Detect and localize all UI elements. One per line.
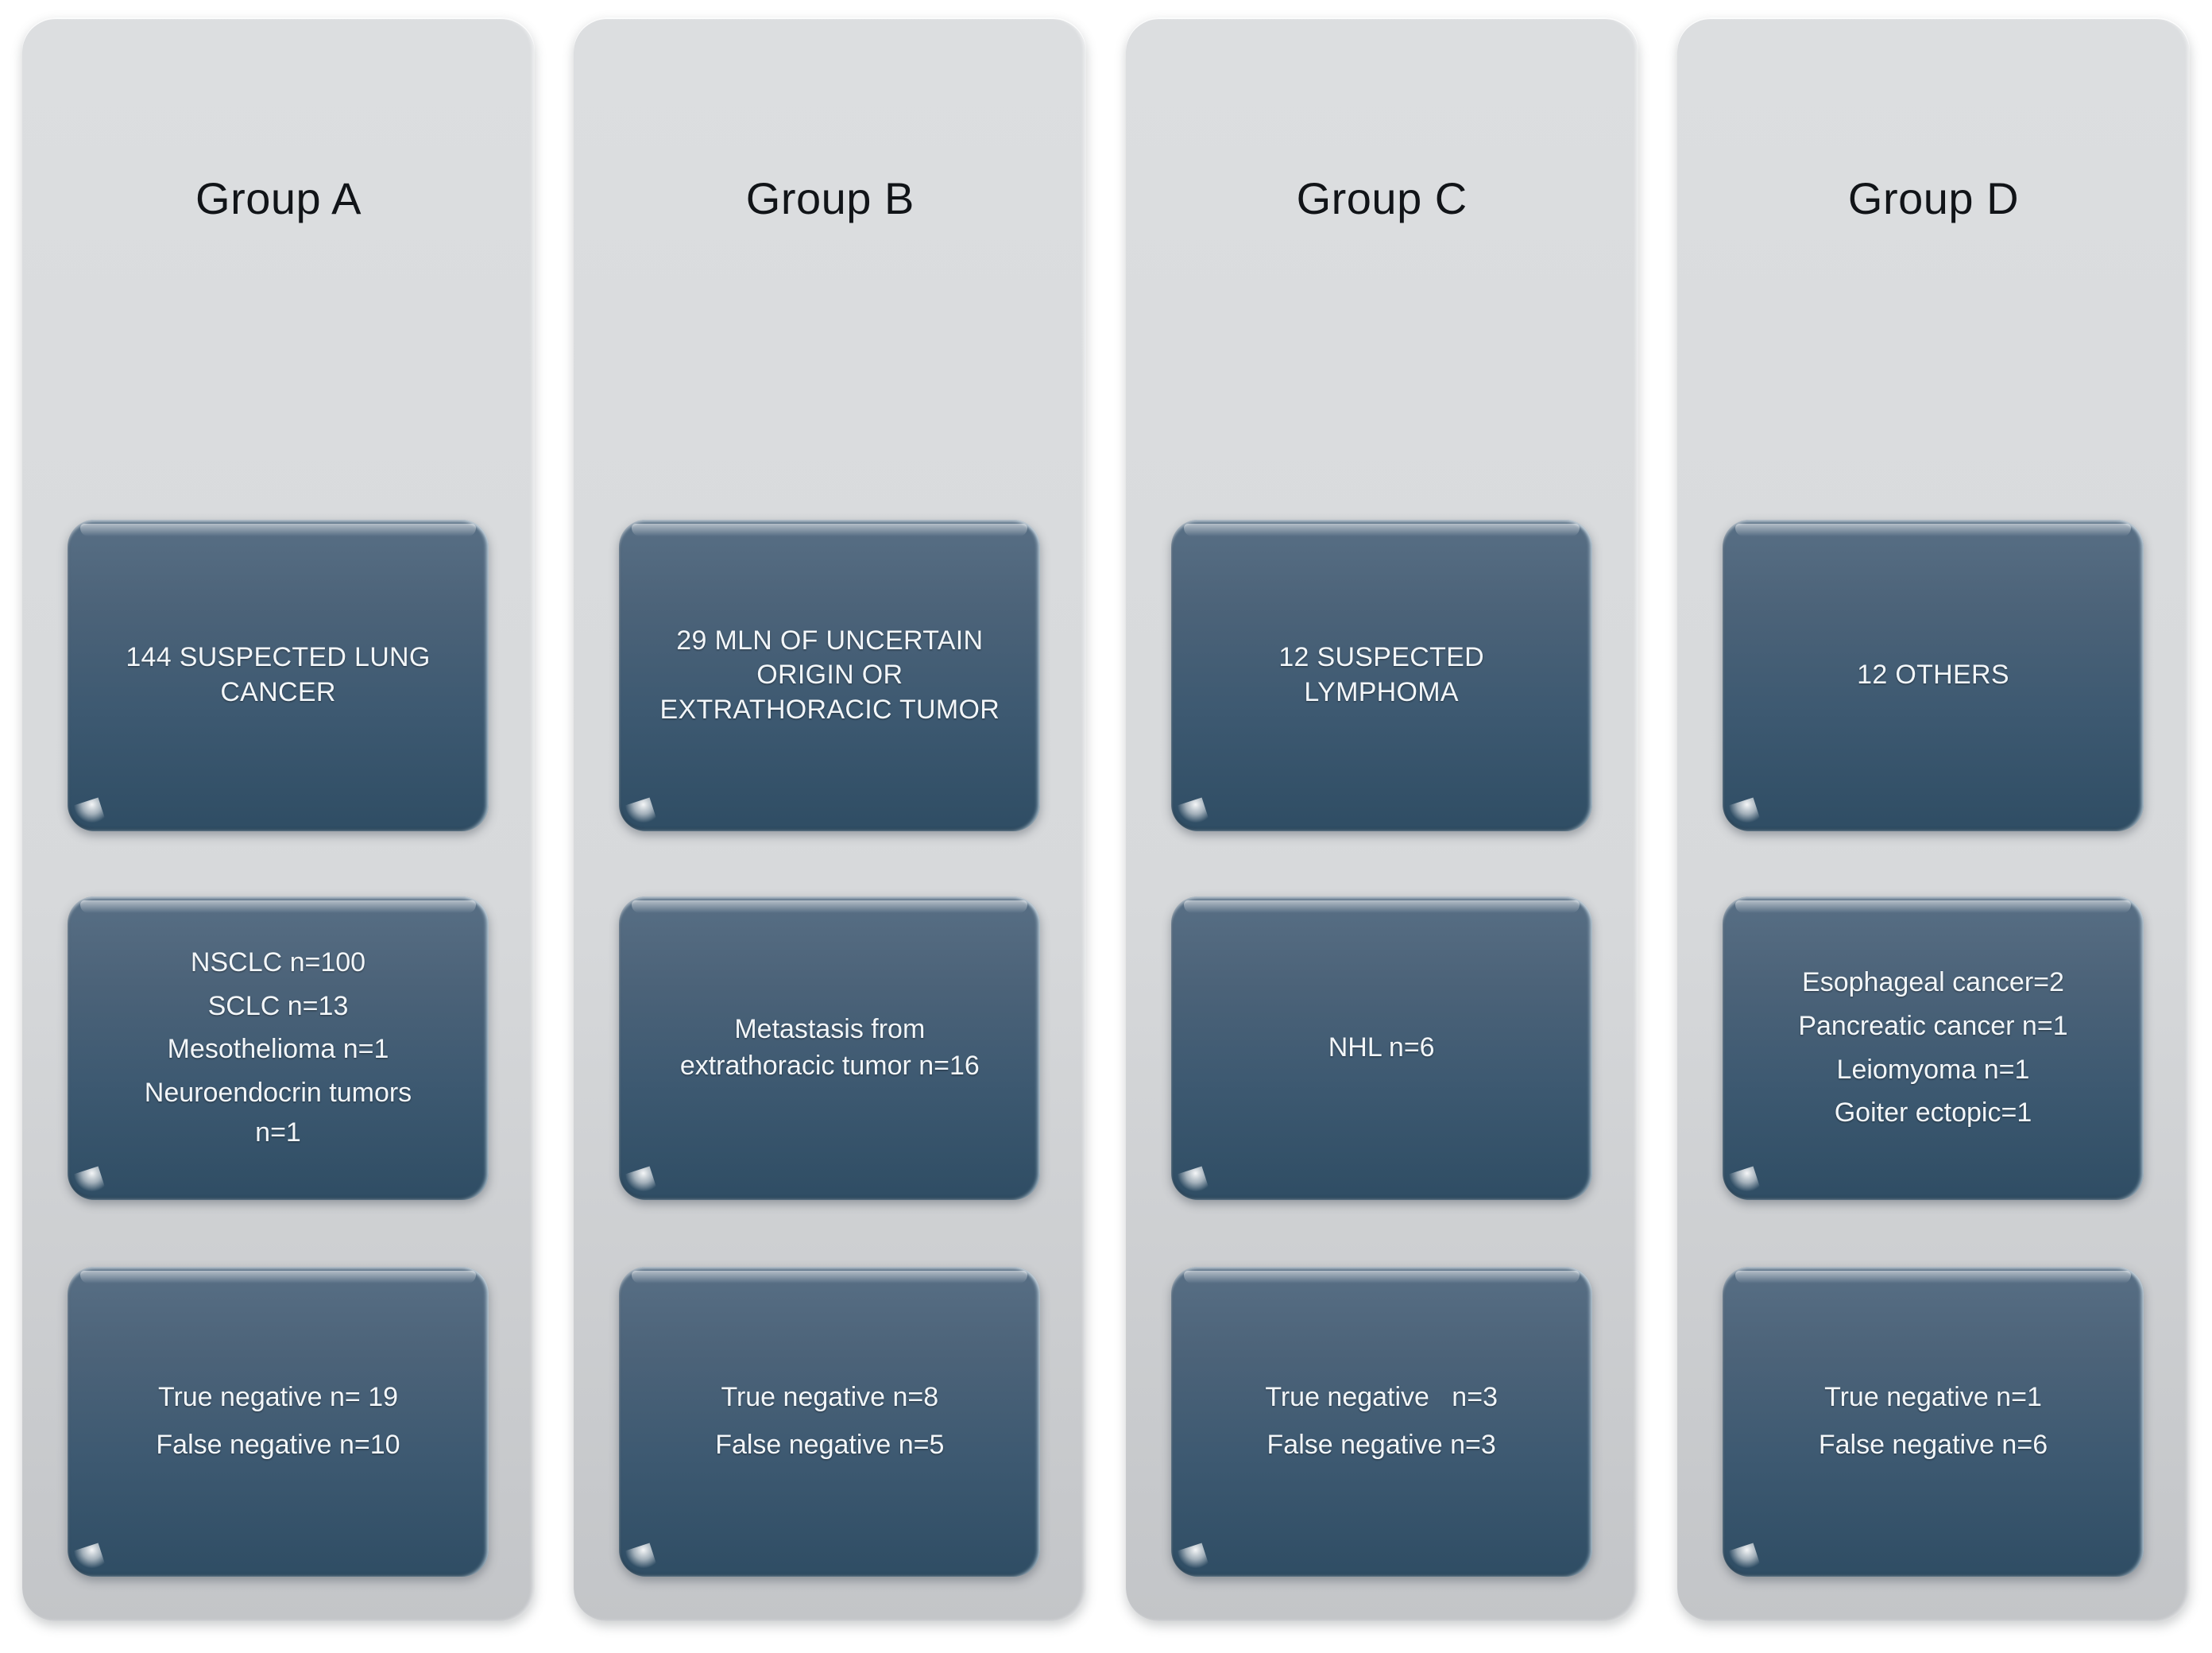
text-line: Leiomyoma n=1	[1836, 1054, 2030, 1085]
node-c-diagnoses[interactable]: NHL n=6	[1170, 896, 1592, 1200]
group-c-nodes: 12 SUSPECTED LYMPHOMA NHL n=6 True negat…	[1126, 17, 1638, 1621]
text-line: SCLC n=13	[207, 990, 349, 1021]
node-d-diagnoses-text: Esophageal cancer=2 Pancreatic cancer n=…	[1733, 958, 2133, 1138]
node-a-cohort[interactable]: 144 SUSPECTED LUNG CANCER	[68, 520, 489, 831]
node-d-cohort-text: 12 OTHERS	[1733, 658, 2133, 693]
group-a-nodes: 144 SUSPECTED LUNG CANCER NSCLC n=100 SC…	[22, 17, 535, 1621]
text-line: CANCER	[220, 677, 336, 707]
node-c-outcomes[interactable]: True negative n=3 False negative n=3	[1170, 1267, 1592, 1577]
node-d-outcomes-text: True negative n=1 False negative n=6	[1733, 1368, 2133, 1475]
text-line: 12 OTHERS	[1857, 660, 2009, 691]
text-line: False negative n=10	[156, 1430, 400, 1460]
text-line: False negative n=5	[715, 1430, 945, 1460]
group-d-nodes: 12 OTHERS Esophageal cancer=2 Pancreatic…	[1677, 17, 2190, 1621]
text-line: EXTRATHORACIC TUMOR	[659, 694, 1000, 725]
node-a-outcomes[interactable]: True negative n= 19 False negative n=10	[68, 1267, 489, 1577]
text-line: True negative n=8	[721, 1382, 939, 1413]
node-b-cohort-text: 29 MLN OF UNCERTAIN ORIGIN OR EXTRATHORA…	[630, 624, 1031, 728]
text-line: 29 MLN OF UNCERTAIN	[676, 625, 984, 656]
text-line: Goiter ectopic=1	[1834, 1097, 2032, 1128]
text-line: False negative n=3	[1266, 1430, 1496, 1460]
node-b-outcomes-text: True negative n=8 False negative n=5	[630, 1368, 1031, 1475]
node-a-cohort-text: 144 SUSPECTED LUNG CANCER	[78, 641, 478, 710]
group-panel-c: Group C 12 SUSPECTED LYMPHOMA NHL n=6 Tr…	[1125, 17, 1638, 1621]
node-a-diagnoses-text: NSCLC n=100 SCLC n=13 Mesothelioma n=1 N…	[78, 938, 478, 1159]
node-b-diagnoses-text: Metastasis from extrathoracic tumor n=16	[630, 1012, 1031, 1084]
text-line: 12 SUSPECTED	[1278, 642, 1484, 673]
node-a-diagnoses[interactable]: NSCLC n=100 SCLC n=13 Mesothelioma n=1 N…	[68, 896, 489, 1200]
group-title-a: Group A	[195, 173, 362, 223]
text-line: ORIGIN OR	[756, 660, 903, 691]
text-line: True negative n= 19	[157, 1382, 399, 1413]
node-b-diagnoses[interactable]: Metastasis from extrathoracic tumor n=16	[619, 896, 1041, 1200]
group-b-nodes: 29 MLN OF UNCERTAIN ORIGIN OR EXTRATHORA…	[574, 17, 1086, 1621]
node-b-outcomes[interactable]: True negative n=8 False negative n=5	[619, 1267, 1041, 1577]
text-line: Neuroendocrin tumors	[144, 1077, 412, 1108]
node-b-cohort[interactable]: 29 MLN OF UNCERTAIN ORIGIN OR EXTRATHORA…	[619, 520, 1041, 831]
group-panel-b: Group B 29 MLN OF UNCERTAIN ORIGIN OR EX…	[574, 17, 1087, 1621]
text-line: NHL n=6	[1328, 1032, 1435, 1063]
text-line: Mesothelioma n=1	[167, 1034, 389, 1065]
node-c-outcomes-text: True negative n=3 False negative n=3	[1181, 1368, 1582, 1475]
group-title-c: Group C	[1296, 173, 1468, 223]
text-line: True negative n=1	[1824, 1382, 2042, 1413]
text-line: n=1	[255, 1117, 301, 1148]
text-line: True negative n=3	[1265, 1382, 1498, 1413]
group-panel-a: Group A 144 SUSPECTED LUNG CANCER NSCLC …	[22, 17, 535, 1621]
text-line: False negative n=6	[1818, 1430, 2048, 1460]
group-title-d: Group D	[1847, 173, 2020, 223]
text-line: Esophageal cancer=2	[1802, 967, 2064, 998]
node-c-diagnoses-text: NHL n=6	[1181, 1030, 1582, 1067]
text-line: extrathoracic tumor n=16	[679, 1051, 980, 1081]
text-line: Metastasis from	[734, 1014, 926, 1045]
node-d-outcomes[interactable]: True negative n=1 False negative n=6	[1722, 1267, 2144, 1577]
text-line: Pancreatic cancer n=1	[1798, 1010, 2068, 1041]
node-c-cohort-text: 12 SUSPECTED LYMPHOMA	[1181, 641, 1582, 710]
group-panel-d: Group D 12 OTHERS Esophageal cancer=2 Pa…	[1676, 17, 2190, 1621]
node-a-outcomes-text: True negative n= 19 False negative n=10	[78, 1368, 478, 1475]
node-d-cohort[interactable]: 12 OTHERS	[1722, 520, 2144, 831]
group-title-b: Group B	[745, 173, 915, 223]
node-c-cohort[interactable]: 12 SUSPECTED LYMPHOMA	[1170, 520, 1592, 831]
text-line: 144 SUSPECTED LUNG	[126, 642, 431, 673]
text-line: LYMPHOMA	[1304, 677, 1459, 707]
node-d-diagnoses[interactable]: Esophageal cancer=2 Pancreatic cancer n=…	[1722, 896, 2144, 1200]
text-line: NSCLC n=100	[190, 947, 366, 978]
